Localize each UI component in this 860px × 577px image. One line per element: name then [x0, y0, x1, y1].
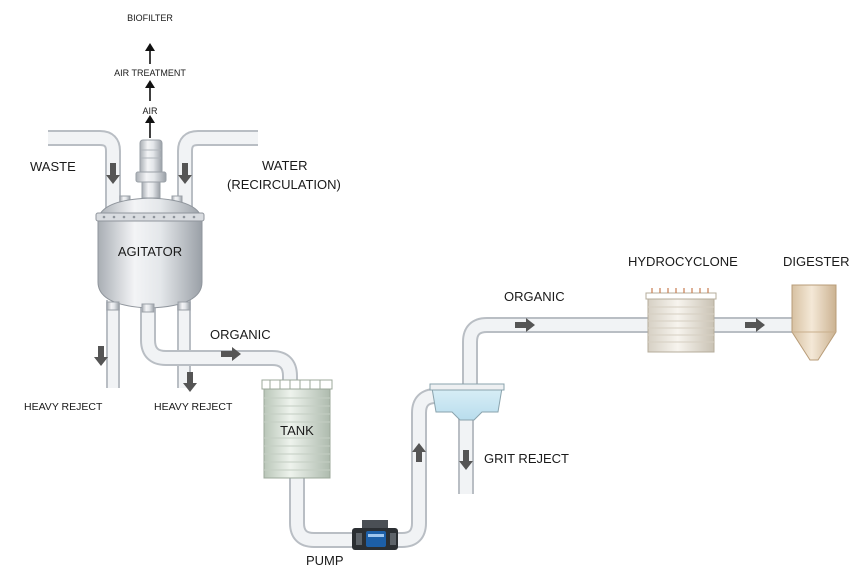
label-biofilter: BIOFILTER	[127, 13, 173, 23]
down-arrow-icon	[459, 450, 473, 470]
label-air-treatment: AIR TREATMENT	[114, 68, 186, 78]
label-grit-reject: GRIT REJECT	[484, 451, 569, 466]
pump	[352, 520, 398, 550]
label-water-recirculation: (RECIRCULATION)	[227, 177, 341, 192]
down-arrow-icon	[106, 163, 120, 184]
down-arrow-icon	[183, 372, 197, 392]
agitator-vessel	[95, 139, 205, 313]
label-heavy-reject-2: HEAVY REJECT	[154, 401, 233, 413]
label-hydrocyclone: HYDROCYCLONE	[628, 254, 738, 269]
label-digester: DIGESTER	[783, 254, 849, 269]
label-organic-1: ORGANIC	[210, 327, 271, 342]
label-organic-2: ORGANIC	[504, 289, 565, 304]
down-arrow-icon	[178, 163, 192, 184]
label-agitator: AGITATOR	[118, 244, 182, 259]
right-arrow-icon	[745, 318, 765, 332]
water-inlet-pipe	[177, 130, 258, 210]
label-water: WATER	[262, 158, 308, 173]
flow-arrows	[94, 43, 765, 470]
tank	[261, 379, 333, 479]
up-arrow-icon	[145, 43, 155, 64]
up-arrow-icon	[145, 80, 155, 101]
digester	[791, 284, 837, 361]
waste-inlet-pipe	[48, 130, 121, 210]
right-arrow-icon	[515, 318, 535, 332]
hydrocyclone	[645, 288, 717, 353]
down-arrow-icon	[94, 346, 108, 366]
organic-pipe-to-hydrocyclone	[462, 317, 650, 388]
label-air: AIR	[142, 106, 158, 116]
up-arrow-icon	[412, 443, 426, 462]
labels: BIOFILTER AIR TREATMENT AIR WASTE WATER …	[24, 13, 849, 568]
label-pump: PUMP	[306, 553, 344, 568]
grit-chamber	[429, 383, 505, 421]
label-waste: WASTE	[30, 159, 76, 174]
label-tank: TANK	[280, 423, 314, 438]
label-heavy-reject-1: HEAVY REJECT	[24, 401, 103, 413]
right-arrow-icon	[221, 347, 241, 361]
up-arrow-icon	[145, 115, 155, 138]
